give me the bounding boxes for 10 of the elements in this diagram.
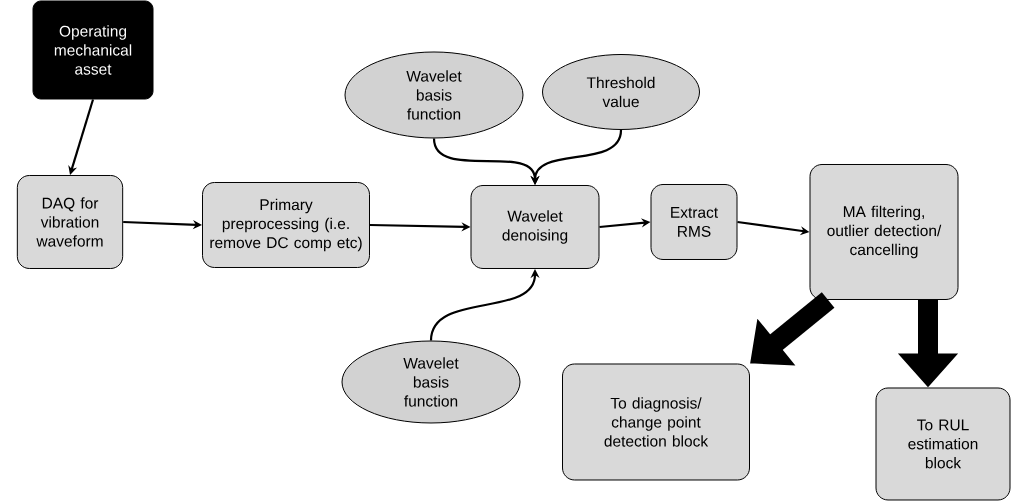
- arrow: [68, 99, 95, 175]
- block-arrow: [750, 292, 835, 366]
- process-box: To diagnosis/ change point detection block: [562, 363, 750, 481]
- process-box: To RUL estimation block: [875, 387, 1011, 501]
- process-box: Wavelet denoising: [470, 185, 600, 269]
- process-box: Extract RMS: [650, 184, 738, 260]
- process-box: DAQ for vibration waveform: [16, 175, 124, 269]
- process-box: Primary preprocessing (i.e. remove DC comp etc): [202, 182, 370, 268]
- process-box: MA filtering, outlier detection/ cancelling: [809, 164, 959, 300]
- source-box: Operating mechanical asset: [32, 0, 154, 100]
